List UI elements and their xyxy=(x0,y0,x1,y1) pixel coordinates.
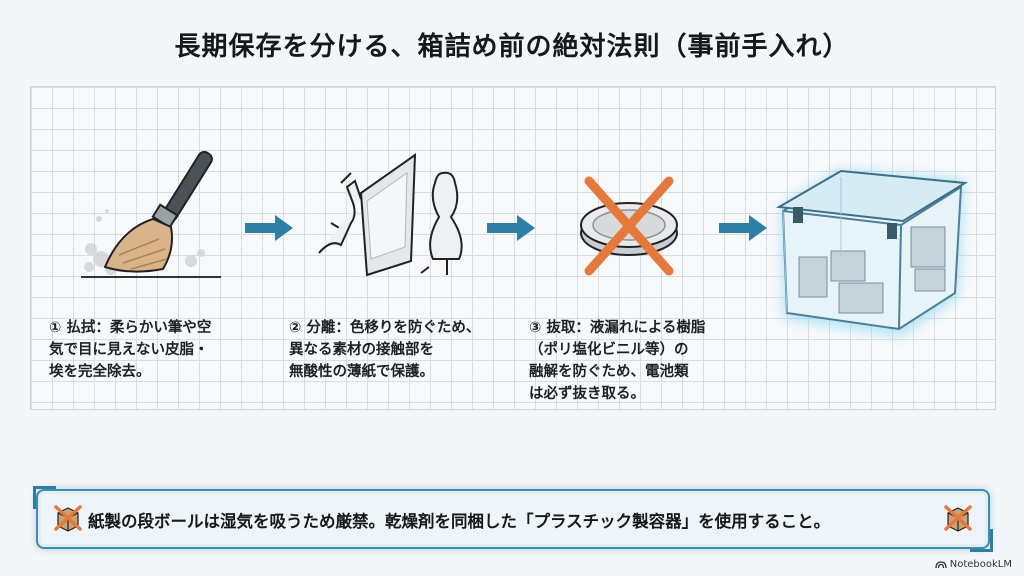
brush-icon xyxy=(81,150,221,278)
step-1-text: ① 払拭：柔らかい筆や空 気で目に見えない皮脂・ 埃を完全除去。 xyxy=(49,320,212,380)
arrow-icon xyxy=(245,215,293,241)
arrow-icon xyxy=(719,215,767,241)
plastic-container-icon xyxy=(775,169,969,337)
notebooklm-logo-icon xyxy=(935,561,947,569)
banner-text: 紙製の段ボールは湿気を吸うため厳禁。乾燥剤を同梱した「プラスチック製容器」を使用… xyxy=(88,512,831,531)
brand-label: NotebookLM xyxy=(949,559,1012,570)
tissue-paper-icon xyxy=(318,153,463,277)
page-title: 長期保存を分ける、箱詰め前の絶対法則（事前手入れ） xyxy=(174,32,850,62)
step-2-text: ② 分離：色移りを防ぐため、 異なる素材の接触部を 無酸性の薄紙で保護。 xyxy=(289,320,481,380)
arrow-icon xyxy=(487,215,535,241)
brand-watermark: NotebookLM xyxy=(935,559,1012,570)
warning-banner: 紙製の段ボールは湿気を吸うため厳禁。乾燥剤を同梱した「プラスチック製容器」を使用… xyxy=(33,486,993,552)
no-cardboard-box-icon xyxy=(944,505,972,532)
no-cardboard-box-icon xyxy=(54,505,82,532)
steps-panel: ① 払拭：柔らかい筆や空 気で目に見えない皮脂・ 埃を完全除去。 ② 分離：色移… xyxy=(30,86,996,410)
step-3-text: ③ 抜取：液漏れによる樹脂 （ポリ塩化ビニル等）の 融解を防ぐため、電池類 は必… xyxy=(529,320,706,402)
no-battery-icon xyxy=(580,176,678,276)
